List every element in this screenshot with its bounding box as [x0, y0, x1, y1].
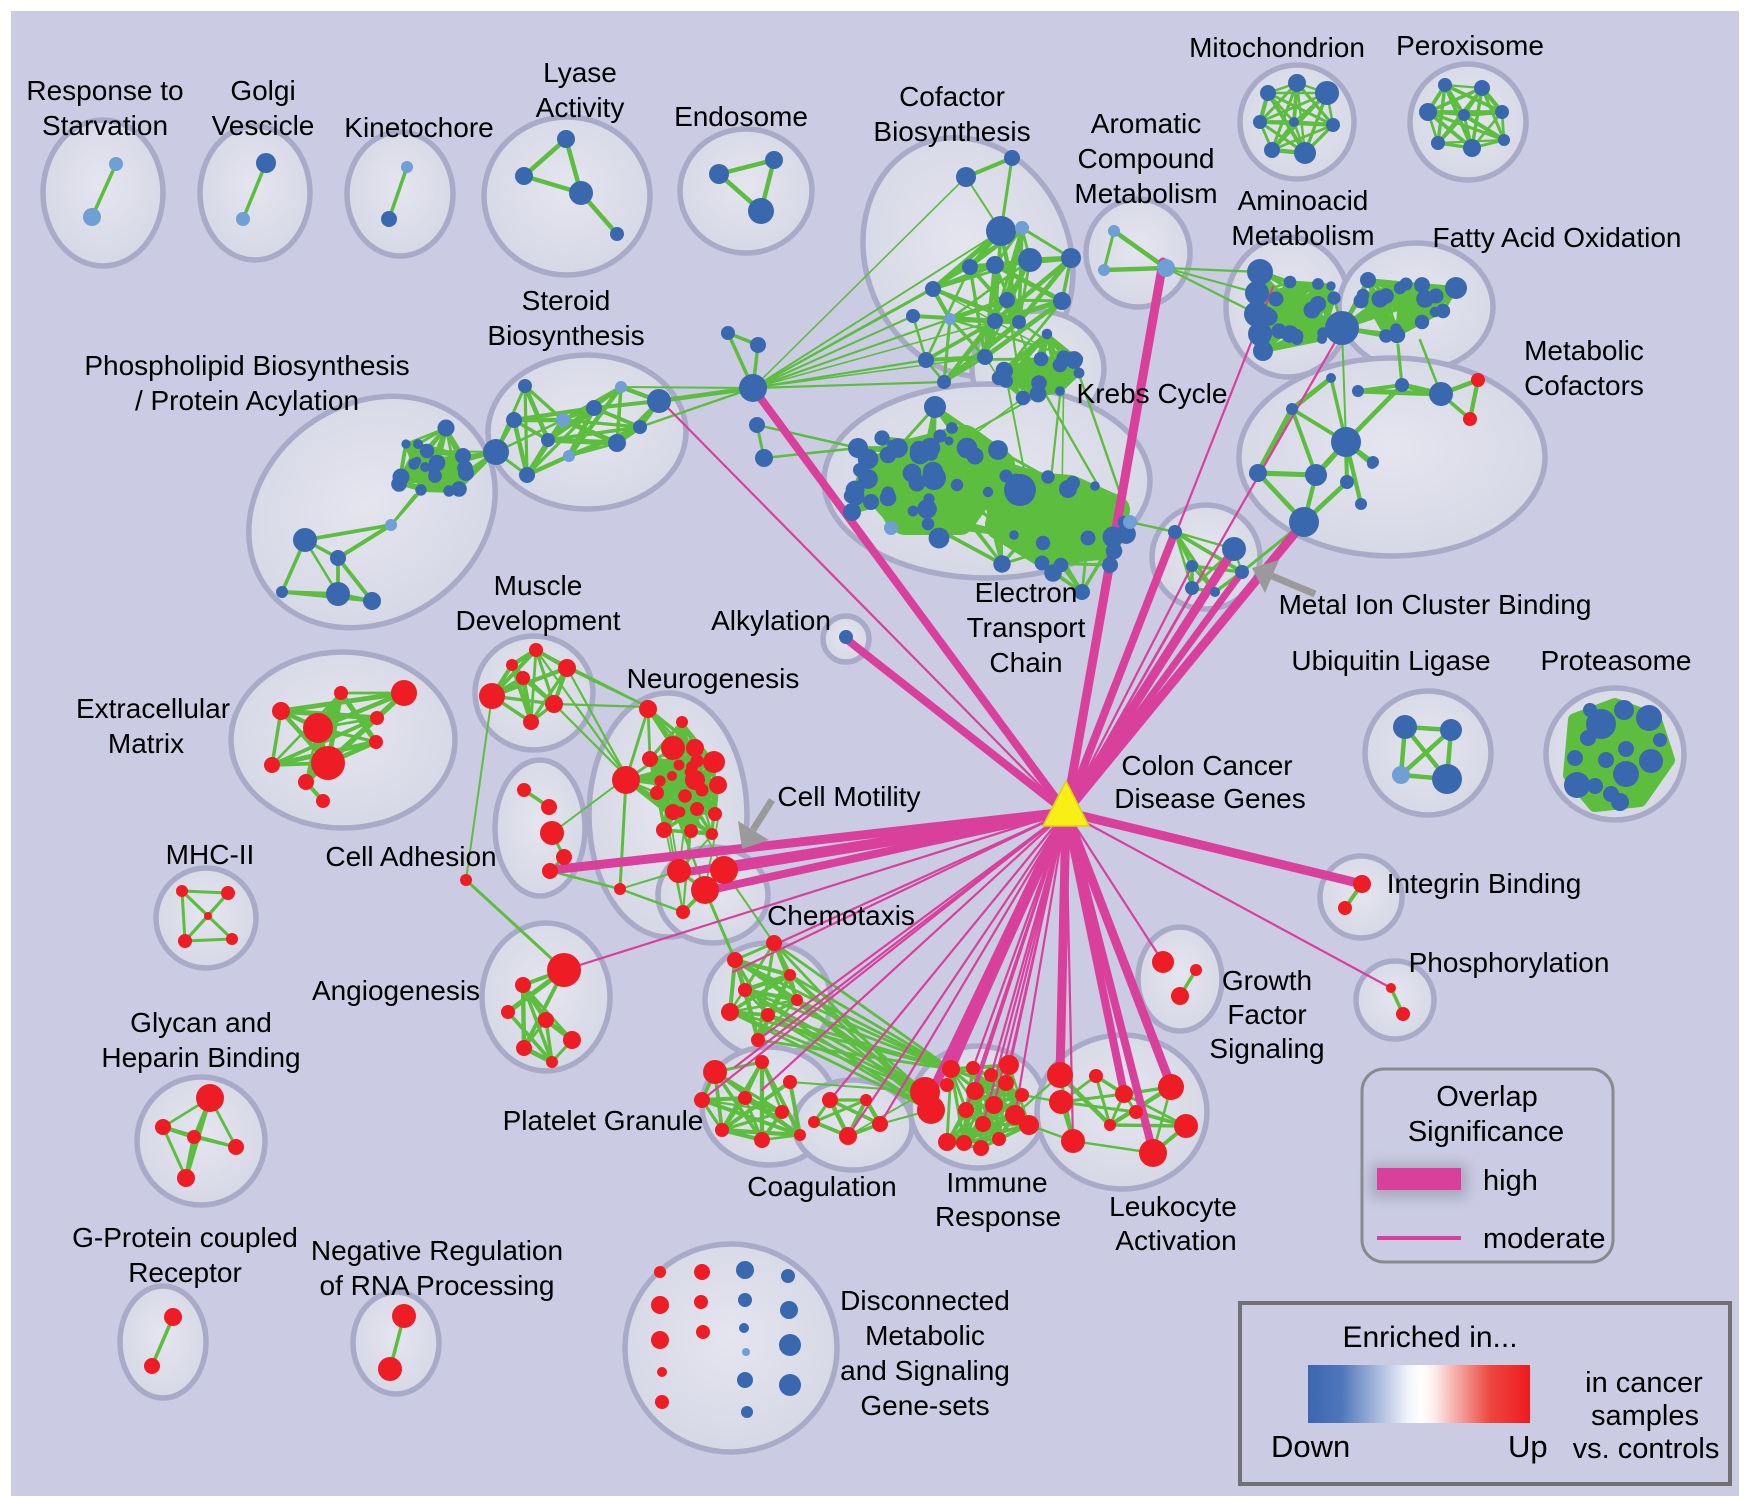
svg-text:Biosynthesis: Biosynthesis: [487, 320, 644, 351]
svg-text:of RNA Processing: of RNA Processing: [320, 1270, 555, 1301]
svg-text:Development: Development: [456, 605, 621, 636]
svg-text:Aromatic: Aromatic: [1091, 108, 1201, 139]
svg-text:Peroxisome: Peroxisome: [1396, 30, 1544, 61]
svg-text:/ Protein Acylation: / Protein Acylation: [135, 385, 359, 416]
svg-text:Enriched in...: Enriched in...: [1342, 1321, 1517, 1354]
svg-text:Compound: Compound: [1078, 143, 1215, 174]
svg-text:Chain: Chain: [989, 647, 1062, 678]
svg-text:Leukocyte: Leukocyte: [1109, 1191, 1237, 1222]
svg-text:Disconnected: Disconnected: [840, 1285, 1010, 1316]
svg-text:G-Protein coupled: G-Protein coupled: [72, 1222, 298, 1253]
svg-text:samples: samples: [1591, 1400, 1699, 1432]
svg-text:Signaling: Signaling: [1209, 1033, 1324, 1064]
svg-text:Kinetochore: Kinetochore: [344, 112, 493, 143]
svg-text:Coagulation: Coagulation: [747, 1171, 896, 1202]
svg-text:Up: Up: [1508, 1429, 1548, 1464]
svg-text:Cofactor: Cofactor: [899, 81, 1005, 112]
svg-text:Activity: Activity: [536, 92, 625, 123]
svg-text:Glycan and: Glycan and: [130, 1007, 272, 1038]
svg-text:Electron: Electron: [975, 577, 1078, 608]
svg-text:Neurogenesis: Neurogenesis: [627, 663, 800, 694]
svg-text:Gene-sets: Gene-sets: [860, 1390, 989, 1421]
svg-text:Response: Response: [935, 1201, 1061, 1232]
svg-text:vs. controls: vs. controls: [1573, 1433, 1720, 1465]
svg-text:Metabolic: Metabolic: [865, 1320, 985, 1351]
svg-text:Factor: Factor: [1227, 999, 1306, 1030]
svg-text:Angiogenesis: Angiogenesis: [312, 975, 480, 1006]
svg-text:and Signaling: and Signaling: [840, 1355, 1010, 1386]
svg-text:Cell Motility: Cell Motility: [777, 781, 920, 812]
svg-text:Krebs Cycle: Krebs Cycle: [1077, 378, 1228, 409]
svg-text:Proteasome: Proteasome: [1541, 645, 1692, 676]
svg-text:Steroid: Steroid: [522, 285, 611, 316]
svg-text:Vescicle: Vescicle: [212, 110, 315, 141]
svg-text:Endosome: Endosome: [674, 101, 808, 132]
svg-text:Metabolism: Metabolism: [1231, 220, 1374, 251]
svg-text:Down: Down: [1271, 1429, 1350, 1464]
svg-text:Platelet Granule: Platelet Granule: [503, 1105, 704, 1136]
svg-text:Receptor: Receptor: [128, 1257, 242, 1288]
svg-text:Golgi: Golgi: [230, 75, 295, 106]
svg-text:Muscle: Muscle: [494, 570, 583, 601]
svg-text:Phospholipid Biosynthesis: Phospholipid Biosynthesis: [84, 350, 409, 381]
svg-text:Immune: Immune: [946, 1167, 1047, 1198]
svg-text:in cancer: in cancer: [1585, 1367, 1703, 1399]
svg-text:MHC-II: MHC-II: [166, 839, 255, 870]
svg-text:Activation: Activation: [1115, 1225, 1236, 1256]
svg-text:moderate: moderate: [1483, 1223, 1606, 1255]
svg-text:Disease Genes: Disease Genes: [1114, 783, 1305, 814]
svg-text:Starvation: Starvation: [42, 110, 168, 141]
svg-text:Biosynthesis: Biosynthesis: [873, 116, 1030, 147]
svg-text:Phosphorylation: Phosphorylation: [1409, 947, 1610, 978]
svg-text:Cell Adhesion: Cell Adhesion: [325, 841, 496, 872]
svg-text:Integrin Binding: Integrin Binding: [1387, 868, 1582, 899]
svg-text:Heparin Binding: Heparin Binding: [101, 1042, 300, 1073]
svg-text:Chemotaxis: Chemotaxis: [767, 900, 915, 931]
svg-text:Response to: Response to: [26, 75, 183, 106]
svg-text:Fatty Acid Oxidation: Fatty Acid Oxidation: [1432, 222, 1681, 253]
svg-text:Extracellular: Extracellular: [76, 693, 230, 724]
svg-text:Mitochondrion: Mitochondrion: [1189, 32, 1365, 63]
svg-text:Metabolic: Metabolic: [1524, 335, 1644, 366]
svg-text:Matrix: Matrix: [108, 728, 184, 759]
svg-text:Transport: Transport: [967, 612, 1086, 643]
svg-text:Ubiquitin Ligase: Ubiquitin Ligase: [1291, 645, 1490, 676]
svg-text:Colon Cancer: Colon Cancer: [1121, 750, 1292, 781]
svg-text:Significance: Significance: [1408, 1116, 1564, 1148]
svg-text:Alkylation: Alkylation: [711, 605, 831, 636]
svg-text:Aminoacid: Aminoacid: [1238, 185, 1369, 216]
svg-text:Growth: Growth: [1222, 965, 1312, 996]
svg-text:Negative Regulation: Negative Regulation: [311, 1235, 563, 1266]
svg-text:Metal Ion Cluster Binding: Metal Ion Cluster Binding: [1279, 589, 1592, 620]
svg-text:high: high: [1483, 1165, 1538, 1197]
svg-text:Lyase: Lyase: [543, 57, 617, 88]
svg-text:Metabolism: Metabolism: [1074, 178, 1217, 209]
svg-text:Cofactors: Cofactors: [1524, 370, 1644, 401]
svg-text:Overlap: Overlap: [1436, 1081, 1538, 1113]
